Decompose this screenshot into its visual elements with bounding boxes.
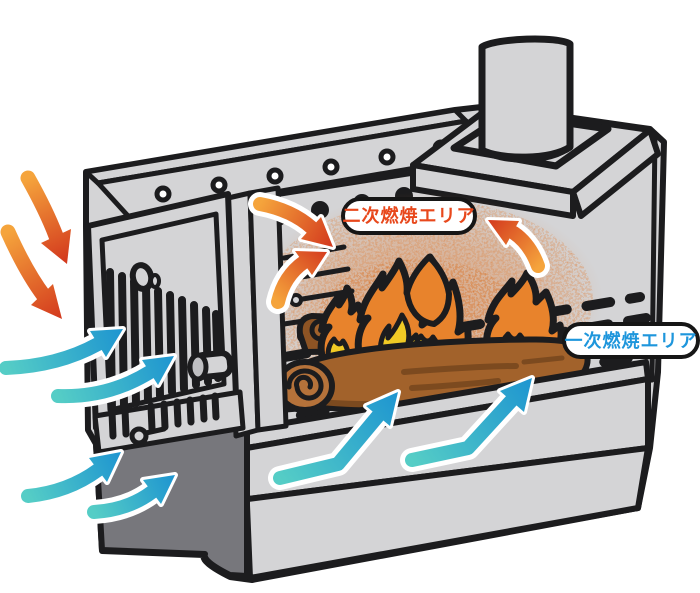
- door-vent-upper-arrow: [0, 326, 126, 380]
- lower-air-vent: [92, 389, 246, 455]
- primary-combustion-label: 一次燃焼エリア: [562, 322, 700, 359]
- door-knob-icon: [129, 262, 161, 292]
- under-grate-right-arrow: [400, 375, 535, 472]
- secondary-combustion-label: 二次燃焼エリア: [341, 197, 477, 235]
- flame-center-tip: [404, 254, 452, 327]
- stove-door: [85, 191, 239, 431]
- intake-top-left-upper-arrow: [15, 165, 74, 267]
- lower-vent-slats-icon: [108, 392, 220, 440]
- cold-air-arrows: [0, 326, 535, 524]
- door-vent-lower-arrow: [46, 353, 177, 409]
- bottom-vent-upper-arrow: [16, 449, 124, 508]
- chimney-pipe-icon: [478, 35, 574, 163]
- door-latch-icon: [187, 350, 234, 382]
- top-rim: [83, 107, 500, 220]
- log-end-grain-icon: [286, 368, 324, 401]
- bottom-vent-lower-arrow: [82, 472, 178, 524]
- under-grate-left-arrow: [268, 389, 401, 490]
- secondary-air-right-arrow: [485, 217, 550, 278]
- hot-air-arrows: [0, 165, 550, 322]
- intake-top-left-lower-arrow: [0, 219, 65, 322]
- secondary-air-rise-arrow: [266, 248, 330, 314]
- vent-latch-icon: [129, 426, 149, 446]
- secondary-air-left-arrow: [248, 192, 336, 250]
- under-stove-shadow: [93, 419, 250, 579]
